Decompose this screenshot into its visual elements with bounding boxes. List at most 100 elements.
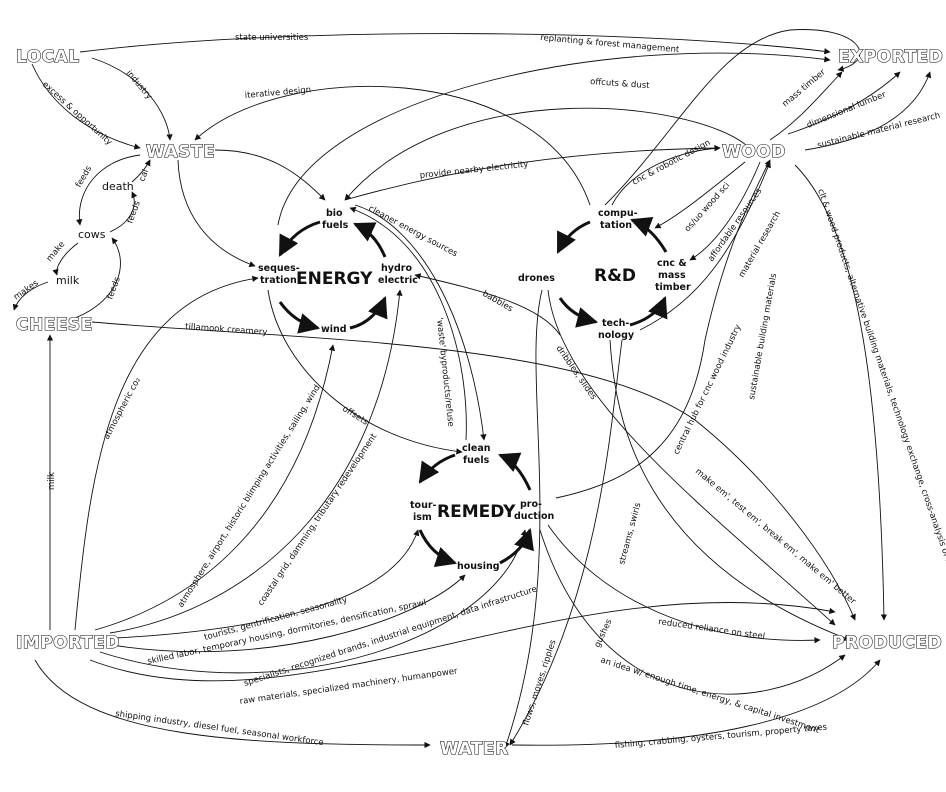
rd-tech-line2: nology	[598, 330, 635, 341]
energy-bio-line1: bio	[326, 208, 343, 219]
label-dimensional: dimensional lumber	[805, 90, 888, 131]
remedy-title: REMEDY	[437, 502, 516, 522]
edge-cheese-cows	[74, 237, 121, 319]
remedy-clean-line1: clean	[462, 443, 491, 454]
rd-cnc-line1: cnc &	[657, 258, 687, 269]
edge-local-waste-2	[31, 63, 141, 150]
energy-cycle-arrow-2	[278, 301, 321, 334]
edge-shipping	[34, 659, 431, 749]
node-imported: IMPORTED	[16, 633, 120, 653]
energy-hydro-line2: electric	[378, 275, 418, 286]
edge-cal	[131, 159, 151, 183]
energy-hydro-line1: hydro	[381, 263, 412, 274]
energy-seq-line2: tration	[260, 275, 297, 286]
energy-wind: wind	[321, 324, 347, 335]
hub-rd: R&D compu- tation drones cnc & mass timb…	[518, 208, 691, 341]
label-streams: streams, swirls	[617, 501, 643, 566]
node-produced: PRODUCED	[832, 633, 942, 653]
remedy-cycle-arrow-3	[499, 528, 534, 565]
edge-wood-exported-3	[804, 71, 932, 151]
label-idea: an idea w/ enough time, energy, & capita…	[599, 655, 821, 736]
node-milk: milk	[56, 274, 80, 287]
edge-streams	[609, 339, 851, 641]
label-excess: excess & opportunity	[40, 80, 114, 148]
edge-wood-material	[639, 161, 771, 331]
node-waste: WASTE	[146, 142, 215, 162]
edge-flows	[503, 289, 543, 749]
edge-wood-tech	[654, 161, 746, 229]
cycle-arrows	[278, 216, 668, 567]
node-cows: cows	[78, 228, 106, 241]
label-atmospheric: atmospheric co₂	[102, 376, 143, 442]
rd-comp-line1: compu-	[598, 208, 638, 219]
node-exported: EXPORTED	[838, 47, 943, 67]
label-milk-edge: milk	[47, 472, 57, 490]
remedy-tourism-line1: tour-	[410, 500, 437, 511]
label-make-em: make em', test em', break em', make em' …	[693, 467, 858, 608]
edge-tourists	[114, 529, 420, 639]
rd-tech-line1: tech-	[602, 318, 629, 329]
edge-dribbles	[547, 289, 836, 626]
remedy-housing: housing	[457, 561, 500, 572]
label-dribbles: dribbles, slides	[554, 344, 599, 402]
label-central-hub: central hub for cnc wood industry	[672, 323, 744, 456]
node-wood: WOOD	[722, 142, 786, 162]
label-mass-timber: mass timber	[781, 67, 829, 109]
edge-offcuts	[344, 107, 747, 201]
hub-energy: ENERGY bio fuels hydro electric seques- …	[258, 208, 418, 335]
label-fishing: fishing, crabbing, oysters, tourism, pro…	[614, 722, 828, 751]
label-state-universities: state universities	[235, 33, 309, 43]
edge-fishing	[511, 659, 881, 746]
rd-cycle-arrow-2	[558, 297, 599, 328]
edge-wood-loop	[604, 29, 861, 206]
edge-babbles	[414, 273, 561, 336]
edge-skilled	[111, 574, 466, 653]
label-reduced-steel: reduced reliance on steel	[658, 617, 766, 642]
rd-cycle-arrow-4	[630, 216, 668, 253]
edge-waste-byproducts	[349, 206, 467, 441]
rd-title: R&D	[594, 266, 636, 286]
edge-cows-death	[109, 191, 138, 233]
edge-cheese-produced	[91, 321, 856, 621]
edge-waste-seq	[177, 159, 256, 268]
label-tillamook: tillamook creamery	[185, 322, 268, 338]
edge-gushes	[509, 339, 623, 746]
label-feeds-1: feeds	[74, 164, 95, 190]
rd-cycle-arrow-3	[629, 296, 668, 327]
node-cheese: CHEESE	[16, 315, 93, 335]
hub-remedy: REMEDY clean fuels tour- ism pro- ductio…	[410, 443, 555, 572]
edge-coastal	[109, 289, 403, 634]
label-make: make	[45, 240, 68, 264]
edge-atmospheric	[74, 275, 259, 631]
remedy-cycle-arrow-1	[418, 453, 456, 484]
edge-iterative	[194, 85, 591, 206]
node-death: death	[102, 180, 134, 193]
rd-drones: drones	[518, 273, 555, 284]
remedy-production-line1: pro-	[520, 499, 542, 510]
energy-title: ENERGY	[296, 269, 373, 289]
label-offcuts: offcuts & dust	[590, 77, 651, 91]
edge-cnc-robotic	[611, 145, 721, 206]
node-local: LOCAL	[16, 47, 80, 67]
edge-labels: state universities replanting & forest m…	[12, 33, 946, 751]
peripheral-nodes: LOCAL EXPORTED WASTE WOOD CHEESE IMPORTE…	[15, 46, 943, 759]
remedy-tourism-line2: ism	[413, 512, 432, 523]
rd-cnc-line2: mass	[658, 270, 686, 281]
edge-raw	[89, 601, 836, 682]
edge-death-cows	[76, 154, 141, 226]
remedy-production-line2: duction	[514, 511, 555, 522]
label-cal: cal	[137, 168, 151, 183]
connection-edges	[12, 29, 932, 749]
edge-offsets	[267, 289, 463, 455]
label-cleaner-energy: cleaner energy sources	[367, 204, 460, 260]
label-provide-electricity: provide nearby electricity	[419, 160, 529, 181]
remedy-cycle-arrow-2	[418, 529, 457, 567]
energy-bio-line2: fuels	[322, 220, 349, 231]
node-water: WATER	[440, 739, 509, 759]
label-waste-byproducts: 'waste' byproducts/refuse	[434, 317, 455, 427]
edge-specialists	[99, 529, 527, 674]
label-makes: makes	[12, 278, 41, 302]
label-feeds-2: feeds	[125, 199, 143, 225]
energy-cycle-arrow-1	[278, 220, 321, 257]
edge-local-exported	[79, 33, 831, 55]
